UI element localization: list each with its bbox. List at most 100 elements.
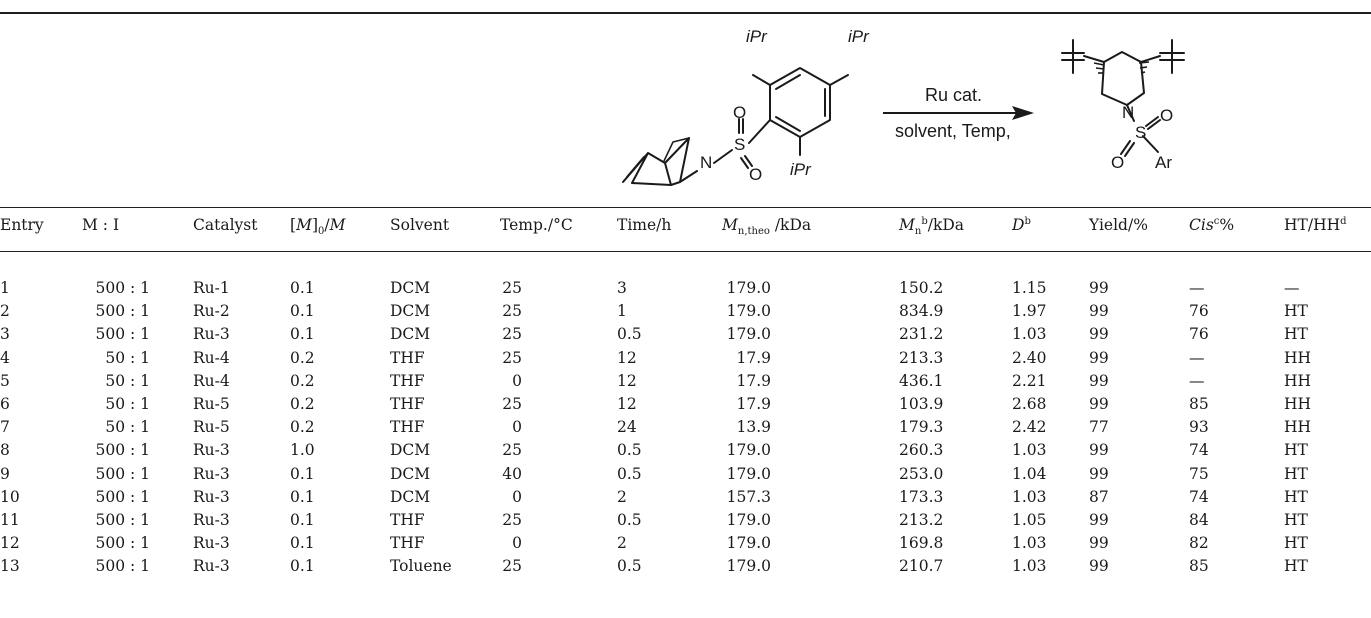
cell-mntheo: 179.0 [726,557,771,576]
cell-solvent: THF [390,395,425,413]
cell-time: 0.5 [617,464,642,483]
cell-yield: 99 [1089,279,1109,297]
cell-d: 2.21 [1012,371,1047,390]
cell-yield: 77 [1089,418,1109,437]
monomer-double-bond [626,156,645,178]
table-top-rule [0,12,1371,14]
cell-mn: 436.1 [899,371,944,390]
cell-mn: 150.2 [899,279,944,297]
cell-d: 1.15 [1012,279,1047,297]
cell-cis: 75 [1189,464,1209,483]
cell-catalyst: Ru-4 [193,348,230,367]
header-entry: Entry [0,216,44,234]
cell-mn: 834.9 [899,302,944,321]
cell-hthh: HT [1284,557,1308,576]
cell-temp: 25 [502,557,522,576]
cell-hthh: HH [1284,395,1312,413]
cell-mn: 231.2 [899,325,944,344]
cell-yield: 99 [1089,395,1109,413]
cell-hthh: HH [1284,418,1312,437]
cell-entry: 12 [0,534,20,553]
aryl-ring [769,67,831,138]
cell-catalyst: Ru-1 [193,279,230,297]
cell-temp: 0 [512,487,522,506]
cell-mntheo: 17.9 [736,371,771,390]
cell-mn: 253.0 [899,464,944,483]
substituent-label-top-right: iPr [848,27,869,46]
cell-mn: 210.7 [899,557,944,576]
cell-cis: 82 [1189,534,1209,553]
cell-entry: 4 [0,348,10,367]
cell-d: 1.03 [1012,557,1047,576]
cell-mi: 50 : 1 [105,395,150,413]
cell-mn: 173.3 [899,487,944,506]
header-m0: [M]0/M [290,216,346,238]
cell-time: 0.5 [617,325,642,344]
cell-mn: 213.3 [899,348,944,367]
cell-cis: — [1189,371,1205,390]
cell-solvent: THF [390,418,425,437]
header-mi: M : I [82,216,120,234]
cell-temp: 25 [502,325,522,344]
cell-hthh: HT [1284,511,1308,529]
header-mn: Mnb/kDa [899,215,965,238]
cell-time: 3 [617,279,627,297]
cell-mntheo: 157.3 [726,487,771,506]
cell-cis: — [1189,348,1205,367]
cell-m0: 0.2 [290,418,315,437]
cell-mi: 500 : 1 [95,511,150,529]
monomer-s-label: S [734,135,746,154]
cell-mntheo: 179.0 [726,302,771,321]
product-ar-label: Ar [1155,153,1172,172]
cell-solvent: THF [390,371,425,390]
pyrrolidine-ring [1101,51,1145,106]
cell-yield: 99 [1089,371,1109,390]
cell-yield: 99 [1089,441,1109,460]
cell-catalyst: Ru-3 [193,511,230,529]
cell-d: 1.03 [1012,534,1047,553]
cell-temp: 25 [502,511,522,529]
monomer-o-label-bottom: O [749,165,763,184]
cell-solvent: THF [390,511,425,529]
cell-yield: 99 [1089,557,1109,576]
cell-entry: 3 [0,325,10,344]
cell-mi: 500 : 1 [95,557,150,576]
substituent-label-top-left: iPr [746,27,767,46]
cell-mi: 500 : 1 [95,487,150,506]
cell-temp: 0 [512,534,522,553]
cell-mn: 260.3 [899,441,944,460]
cell-temp: 25 [502,348,522,367]
cell-hthh: HH [1284,348,1312,367]
product-n-label: N [1122,103,1135,122]
header-time: Time/h [617,216,672,234]
cell-cis: 74 [1189,441,1209,460]
header-solvent: Solvent [390,216,450,234]
cell-entry: 8 [0,441,10,460]
cell-mntheo: 179.0 [726,464,771,483]
cell-entry: 10 [0,487,20,506]
cell-mntheo: 179.0 [726,511,771,529]
cell-m0: 0.1 [290,279,315,297]
cell-catalyst: Ru-5 [193,418,230,437]
cell-mi: 500 : 1 [95,279,150,297]
cell-d: 1.03 [1012,441,1047,460]
reaction-scheme-drawing [622,39,1185,186]
cell-solvent: DCM [390,302,431,321]
cell-time: 0.5 [617,511,642,529]
cell-entry: 6 [0,395,10,413]
cell-mntheo: 179.0 [726,534,771,553]
cell-hthh: — [1284,279,1300,297]
cell-m0: 0.2 [290,395,315,413]
cell-hthh: HT [1284,302,1308,321]
cell-mi: 50 : 1 [105,348,150,367]
monomer-bridge [663,137,690,162]
cell-d: 1.05 [1012,511,1047,529]
cell-cis: 85 [1189,395,1209,413]
cell-yield: 87 [1089,487,1109,506]
cell-m0: 0.1 [290,487,315,506]
cell-catalyst: Ru-3 [193,325,230,344]
cell-time: 24 [617,418,637,437]
